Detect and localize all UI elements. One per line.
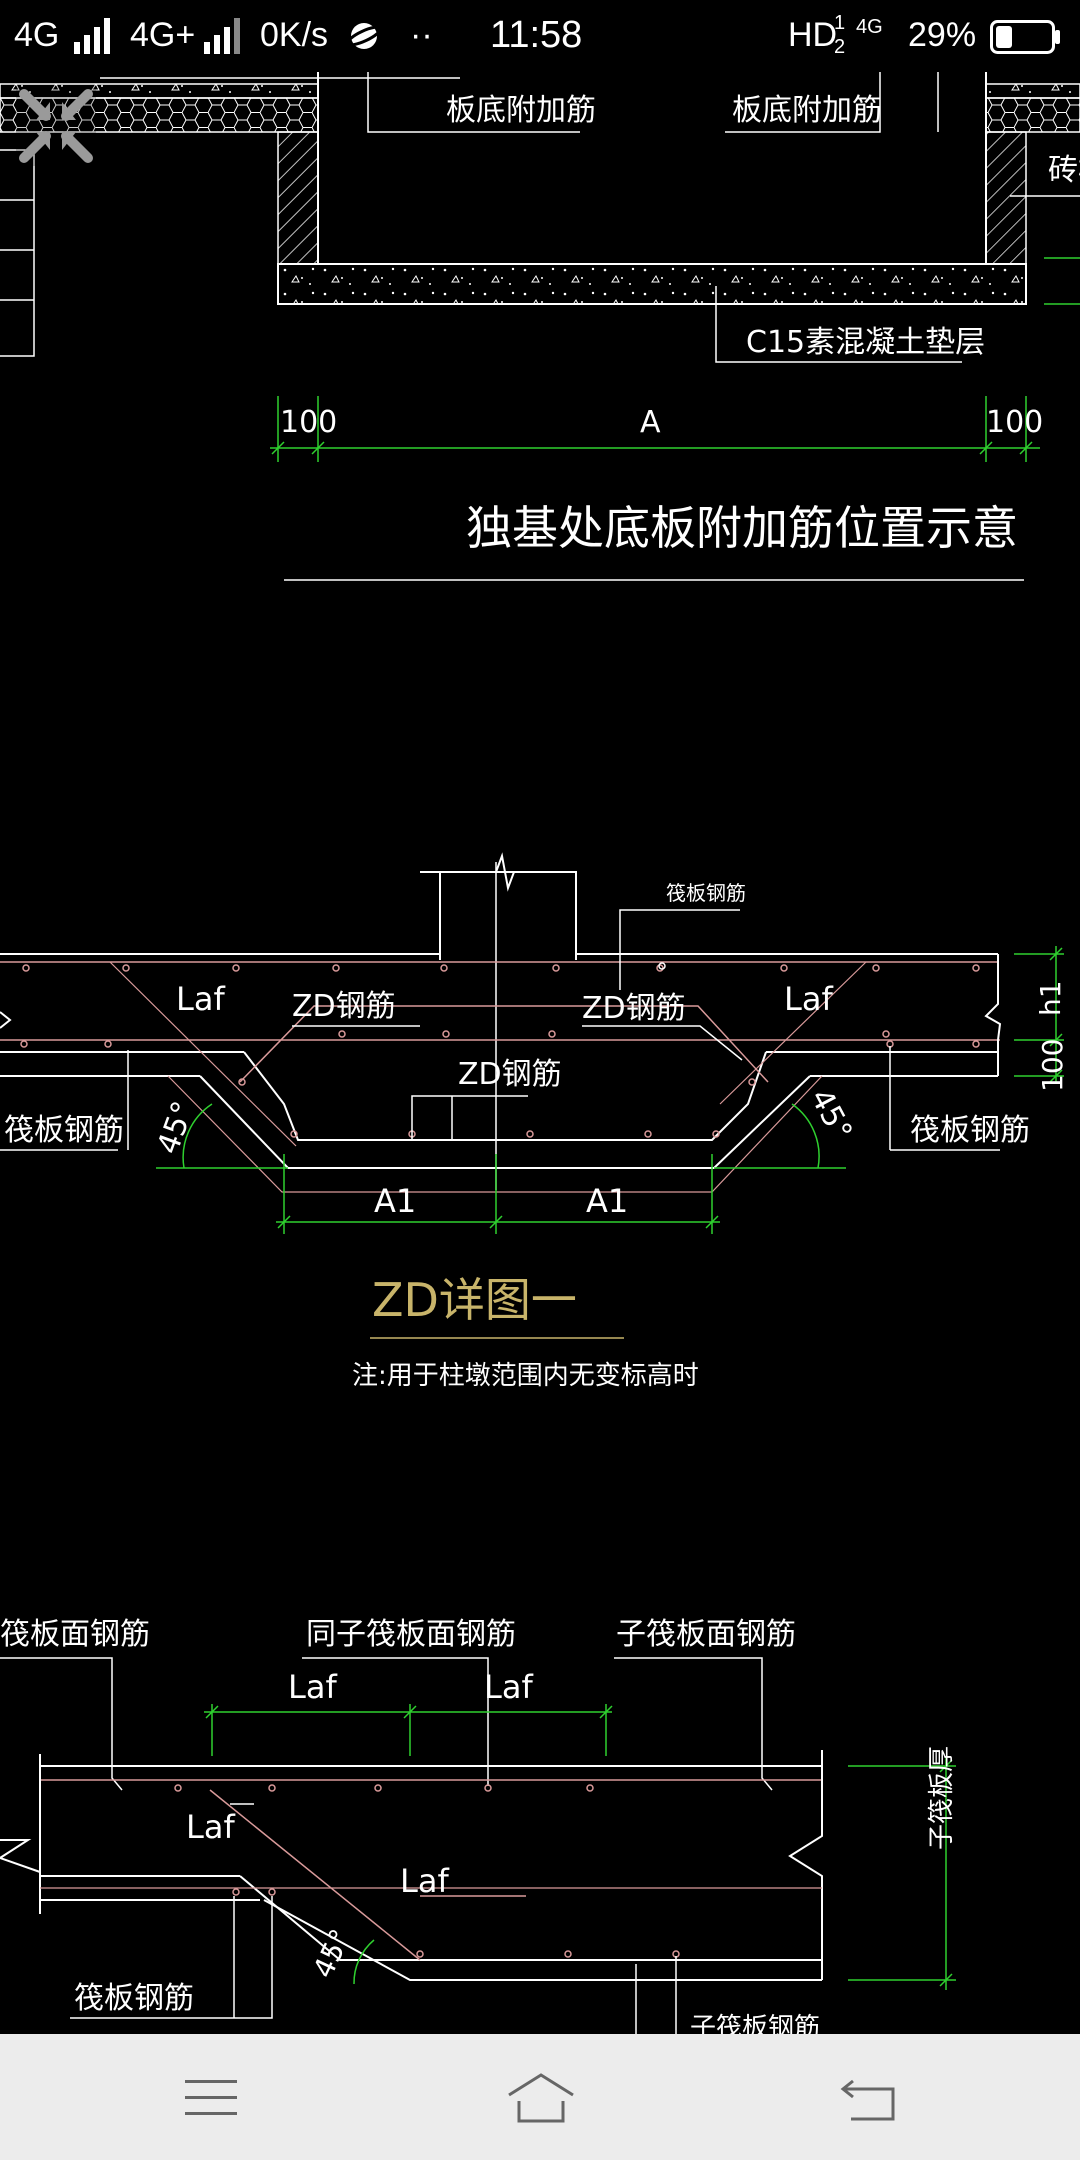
label-laf-top-2: Laf bbox=[484, 1668, 533, 1706]
battery-icon bbox=[990, 20, 1060, 54]
top-detail-title: 独基处底板附加筋位置示意 bbox=[466, 501, 1018, 555]
back-icon bbox=[840, 2079, 895, 2121]
label-raft-rebar-top: 筏板钢筋 bbox=[666, 881, 746, 905]
dim-100-vertical: 100 bbox=[1036, 1039, 1069, 1092]
menu-button[interactable] bbox=[156, 2056, 266, 2140]
navigation-bar bbox=[0, 2034, 1080, 2160]
network-label-1: 4G bbox=[14, 16, 60, 54]
label-brick-mold: 砖模 bbox=[1048, 153, 1080, 188]
menu-icon bbox=[185, 2080, 237, 2115]
cad-drawing-canvas[interactable]: 板底附加筋 板底附加筋 砖模 C15素混凝土垫层 100 A 100 独基处底板… bbox=[0, 72, 1080, 2034]
dim-a: A bbox=[640, 405, 661, 440]
network-speed: 0K/s bbox=[260, 16, 329, 54]
label-laf-3: Laf bbox=[186, 1808, 235, 1846]
more-indicator: ·· bbox=[410, 16, 433, 54]
signal-icon bbox=[204, 18, 240, 54]
label-sub-raft-face-rebar: 子筏板面钢筋 bbox=[616, 1617, 796, 1652]
label-same-sub-raft-rebar: 同子筏板面钢筋 bbox=[306, 1617, 516, 1652]
status-bar: 4G 4G+ 0K/s ·· 11:58 HD 1 2 4G 29% bbox=[0, 0, 1080, 72]
label-zd-rebar-right: ZD钢筋 bbox=[582, 991, 686, 1026]
exit-fullscreen-icon[interactable] bbox=[16, 86, 96, 166]
label-laf-4: Laf bbox=[400, 1862, 449, 1900]
dim-100-right: 100 bbox=[986, 405, 1043, 440]
label-laf-left: Laf bbox=[176, 980, 225, 1018]
zd-detail-title: ZD详图一 bbox=[372, 1273, 577, 1327]
label-zd-rebar-left: ZD钢筋 bbox=[292, 989, 396, 1024]
label-laf-right: Laf bbox=[784, 980, 833, 1018]
clock: 11:58 bbox=[490, 14, 583, 56]
battery-percent: 29% bbox=[908, 16, 977, 54]
label-raft-face-rebar: 筏板面钢筋 bbox=[0, 1617, 150, 1652]
dim-a1-right: A1 bbox=[586, 1182, 628, 1220]
back-button[interactable] bbox=[814, 2056, 924, 2140]
dim-100-left: 100 bbox=[280, 405, 337, 440]
planet-icon bbox=[346, 23, 382, 49]
bottom-detail-section: 筏板面钢筋 同子筏板面钢筋 子筏板面钢筋 Laf Laf bbox=[0, 1617, 957, 2034]
network-label-2: 4G+ bbox=[130, 16, 196, 54]
dim-a1-left: A1 bbox=[374, 1182, 416, 1220]
label-zd-rebar-center: ZD钢筋 bbox=[458, 1057, 562, 1092]
hd-sup: 1 bbox=[834, 12, 846, 34]
zd-detail-section: 筏板钢筋 Laf Laf ZD钢筋 ZD钢筋 ZD钢筋 筏板钢筋 筏板钢筋 45… bbox=[0, 852, 1069, 1391]
network-label-3: 4G bbox=[856, 16, 883, 38]
label-raft-rebar-right: 筏板钢筋 bbox=[910, 1113, 1030, 1148]
zd-detail-note: 注:用于柱墩范围内无变标高时 bbox=[352, 1361, 699, 1391]
label-raft-rebar-bottom: 筏板钢筋 bbox=[74, 1981, 194, 2016]
top-detail-section: 板底附加筋 板底附加筋 砖模 C15素混凝土垫层 100 A 100 独基处底板… bbox=[0, 72, 1080, 581]
label-raft-rebar-left: 筏板钢筋 bbox=[4, 1113, 124, 1148]
signal-icon bbox=[74, 18, 110, 54]
hd-label: HD bbox=[788, 16, 838, 54]
label-c15-cushion: C15素混凝土垫层 bbox=[746, 325, 985, 360]
label-slab-rebar-right: 板底附加筋 bbox=[732, 93, 882, 128]
hd-sub: 2 bbox=[834, 36, 846, 58]
label-sub-raft-thickness: 子筏板厚 bbox=[927, 1746, 957, 1850]
home-button[interactable] bbox=[486, 2056, 596, 2140]
angle-45-left: 45° bbox=[151, 1097, 202, 1159]
label-laf-top-1: Laf bbox=[288, 1668, 337, 1706]
label-slab-rebar-left: 板底附加筋 bbox=[446, 93, 596, 128]
label-sub-raft-rebar: 子筏板钢筋 bbox=[690, 2013, 820, 2034]
home-icon bbox=[508, 2073, 574, 2123]
angle-45-right: 45° bbox=[803, 1083, 859, 1146]
angle-45-bottom: 45° bbox=[306, 1924, 357, 1983]
dim-h1: h1 bbox=[1034, 980, 1067, 1016]
